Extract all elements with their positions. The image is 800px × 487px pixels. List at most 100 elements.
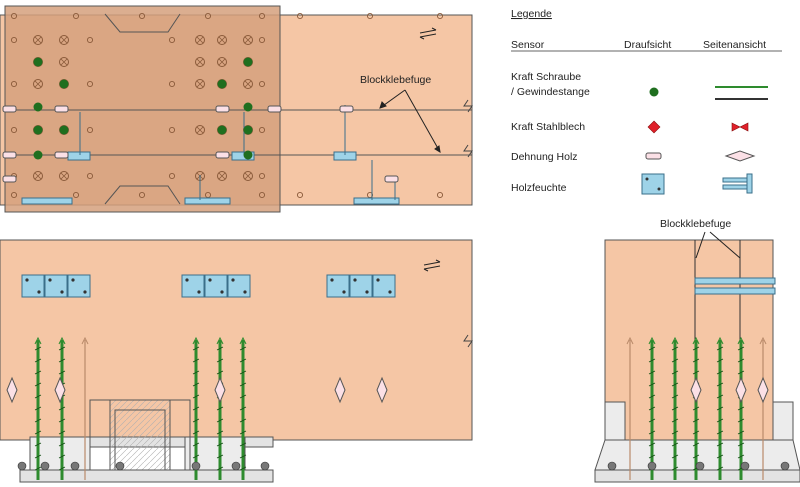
screw-hole-icon <box>72 12 80 20</box>
legend-row-2-label: Kraft Stahlblech <box>511 121 585 133</box>
bolt-hole-icon <box>195 125 205 135</box>
bolt-hole-icon <box>33 79 43 89</box>
instrumented-screw <box>192 336 200 480</box>
bolt-hole-icon <box>243 35 253 45</box>
screw-hole-icon <box>436 191 444 199</box>
green-dot-icon <box>649 87 659 97</box>
screw-hole-icon <box>86 80 94 88</box>
bolt-hole-icon <box>217 35 227 45</box>
screw-hole-icon <box>10 36 18 44</box>
screw-hole-icon <box>296 12 304 20</box>
screw-hole-icon <box>436 12 444 20</box>
moisture-sensor-block <box>67 274 91 298</box>
instrumented-screw <box>648 336 656 480</box>
bolt-hole-icon <box>243 171 253 181</box>
instrumented-screw <box>671 336 679 480</box>
steel-plate-outline <box>4 5 281 213</box>
plain-screw <box>626 336 634 480</box>
legend-row-1-label-2: / Gewindestange <box>511 86 590 98</box>
top-strain-gauges <box>2 105 399 183</box>
moisture-sensor-block <box>21 274 45 298</box>
top-force-screws <box>33 57 253 160</box>
moisture-sensor-block <box>349 274 373 298</box>
bolt-hole-icon <box>195 35 205 45</box>
side-force-screws <box>626 336 767 480</box>
strain-gauge-icon <box>645 152 662 160</box>
screw-hole-icon <box>168 172 176 180</box>
screw-hole-icon <box>10 191 18 199</box>
front-moisture-sensors <box>21 274 396 298</box>
bolt-hole-icon <box>243 79 253 89</box>
steel-force-side-icon <box>731 122 749 132</box>
screw-hole-icon <box>86 172 94 180</box>
screw-hole-icon <box>86 36 94 44</box>
side-view-joint-label: Blockklebefuge <box>660 218 731 230</box>
moisture-sensor-icon <box>641 173 665 195</box>
moisture-sensor-block <box>326 274 350 298</box>
screw-hole-icon <box>258 172 266 180</box>
screw-holes <box>10 12 444 199</box>
bolt-hole-icon <box>217 57 227 67</box>
legend-row-3-label: Dehnung Holz <box>511 151 578 163</box>
front-view-direction-icon <box>423 259 441 272</box>
bolt-hole-icon <box>217 171 227 181</box>
moisture-sensor-block <box>372 274 396 298</box>
plain-screw <box>759 336 767 480</box>
plain-screw <box>81 336 89 480</box>
bolt-hole-icon <box>59 171 69 181</box>
strain-gauge-side-icon <box>724 150 756 162</box>
screw-hole-icon <box>10 80 18 88</box>
side-view: Blockklebefuge <box>594 218 800 483</box>
top-view: Blockklebefuge <box>0 5 473 213</box>
top-view-joint-label: Blockklebefuge <box>360 74 431 86</box>
screw-hole-icon <box>258 126 266 134</box>
screw-hole-icon <box>86 126 94 134</box>
screw-hole-icon <box>258 12 266 20</box>
screw-hole-icon <box>258 36 266 44</box>
screw-hole-icon <box>10 126 18 134</box>
instrumented-screw <box>239 336 247 480</box>
side-strain-gauges <box>690 376 769 404</box>
legend-row-1-label: Kraft Schraube <box>511 71 581 83</box>
screw-side-icon <box>715 86 768 100</box>
screw-hole-icon <box>204 12 212 20</box>
screw-hole-icon <box>138 191 146 199</box>
legend-title: Legende <box>511 8 552 20</box>
screw-hole-icon <box>168 36 176 44</box>
screw-hole-icon <box>258 191 266 199</box>
top-view-joint-arrows <box>379 89 441 153</box>
legend-col-top: Draufsicht <box>624 39 671 51</box>
screw-hole-icon <box>168 80 176 88</box>
bolt-hole-icon <box>195 57 205 67</box>
front-view <box>0 239 473 483</box>
legend: Legende Sensor Draufsicht Seitenansicht … <box>511 8 782 195</box>
front-anchor-nuts <box>17 461 270 471</box>
bolt-hole-icon <box>59 35 69 45</box>
moisture-sensor-side-icon <box>722 173 753 194</box>
front-strain-gauges <box>6 376 388 404</box>
screw-hole-icon <box>138 12 146 20</box>
screw-hole-icon <box>10 12 18 20</box>
bolt-hole-icon <box>195 79 205 89</box>
legend-col-side: Seitenansicht <box>703 39 766 51</box>
legend-row-4-label: Holzfeuchte <box>511 182 567 194</box>
side-anchor-nuts <box>607 461 790 471</box>
screw-hole-icon <box>366 12 374 20</box>
bolt-hole-icon <box>33 171 43 181</box>
top-moisture-sensors <box>21 105 400 205</box>
moisture-sensor-block <box>181 274 205 298</box>
screw-hole-icon <box>296 191 304 199</box>
red-diamond-icon <box>647 120 661 134</box>
moisture-sensor-block <box>227 274 251 298</box>
moisture-sensor-block <box>44 274 68 298</box>
top-view-direction-icon <box>419 27 437 40</box>
front-force-screws <box>34 336 247 480</box>
bolt-hole-icon <box>59 57 69 67</box>
bolt-hole-icon <box>33 35 43 45</box>
moisture-sensor-block <box>204 274 228 298</box>
screw-hole-icon <box>258 80 266 88</box>
screw-hole-icon <box>72 191 80 199</box>
screw-hole-icon <box>168 126 176 134</box>
legend-col-sensor: Sensor <box>511 39 545 51</box>
